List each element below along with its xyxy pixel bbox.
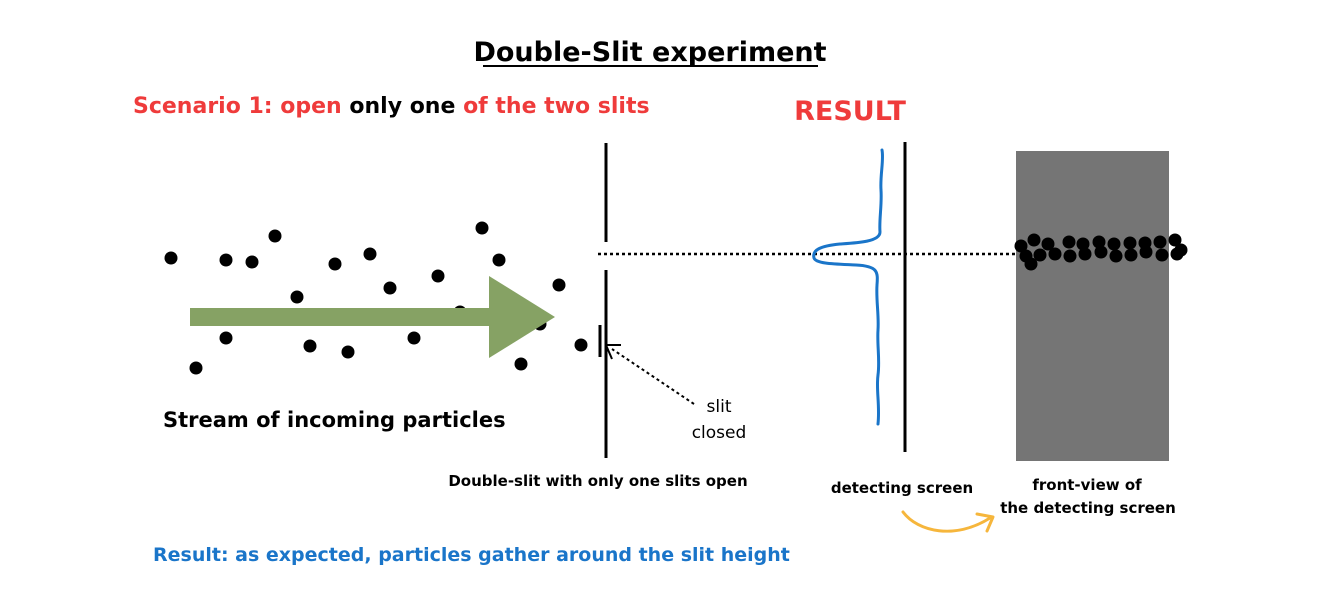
particle xyxy=(219,331,233,345)
slit-closed-pointer xyxy=(604,344,695,405)
scenario-middle: only one xyxy=(349,94,455,119)
front-view-screen xyxy=(1016,151,1169,461)
particle-hit xyxy=(1048,247,1062,261)
particle-hit xyxy=(1092,235,1106,249)
particle-hit xyxy=(1123,236,1137,250)
particle-hits xyxy=(1014,233,1188,271)
particle xyxy=(363,247,377,261)
particle-hit xyxy=(1174,243,1188,257)
particle xyxy=(189,361,203,375)
particle-hit xyxy=(1063,249,1077,263)
result-text: Result: as expected, particles gather ar… xyxy=(153,544,790,566)
right-arrow-icon xyxy=(190,276,555,358)
page-title: Double-Slit experiment xyxy=(473,37,826,68)
detecting-screen-label: detecting screen xyxy=(831,479,973,497)
particle-hit xyxy=(1076,237,1090,251)
particle xyxy=(219,253,233,267)
particle xyxy=(268,229,282,243)
particle xyxy=(290,290,304,304)
intensity-curve xyxy=(812,148,885,426)
front-view-label-1: front-view of xyxy=(1032,476,1142,494)
particle xyxy=(328,257,342,271)
stream-label: Stream of incoming particles xyxy=(163,408,506,432)
particle xyxy=(341,345,355,359)
particle xyxy=(431,269,445,283)
particle xyxy=(303,339,317,353)
result-heading: RESULT xyxy=(794,96,906,127)
curved-arrow-icon xyxy=(901,510,995,533)
particle-hit xyxy=(1107,237,1121,251)
scenario-heading: Scenario 1: open only one of the two sli… xyxy=(133,94,650,119)
particle-hit xyxy=(1041,237,1055,251)
particle-hit xyxy=(1027,233,1041,247)
front-view-label-2: the detecting screen xyxy=(1000,499,1176,517)
particle-hit xyxy=(1062,235,1076,249)
particle-hit xyxy=(1153,235,1167,249)
particle xyxy=(552,278,566,292)
double-slit-caption: Double-slit with only one slits open xyxy=(448,472,747,490)
particle-hit xyxy=(1014,239,1028,253)
particle xyxy=(245,255,259,269)
particle xyxy=(492,253,506,267)
particle-hit xyxy=(1124,248,1138,262)
particle-hit xyxy=(1094,245,1108,259)
scenario-suffix: of the two slits xyxy=(463,94,650,119)
particle-hit xyxy=(1168,233,1182,247)
particle xyxy=(407,331,421,345)
particle-hit xyxy=(1155,248,1169,262)
slit-closed-label-2: closed xyxy=(692,423,747,443)
particle-hit xyxy=(1033,248,1047,262)
scenario-prefix: Scenario 1: open xyxy=(133,94,342,119)
particle xyxy=(164,251,178,265)
particle xyxy=(514,357,528,371)
particle-hit xyxy=(1109,249,1123,263)
particle xyxy=(383,281,397,295)
double-slit-barrier xyxy=(598,143,608,458)
slit-closed-label-1: slit xyxy=(707,397,732,417)
particle-hit xyxy=(1139,245,1153,259)
particle-hit xyxy=(1024,257,1038,271)
particle xyxy=(574,338,588,352)
particle-hit xyxy=(1078,247,1092,261)
particle xyxy=(475,221,489,235)
